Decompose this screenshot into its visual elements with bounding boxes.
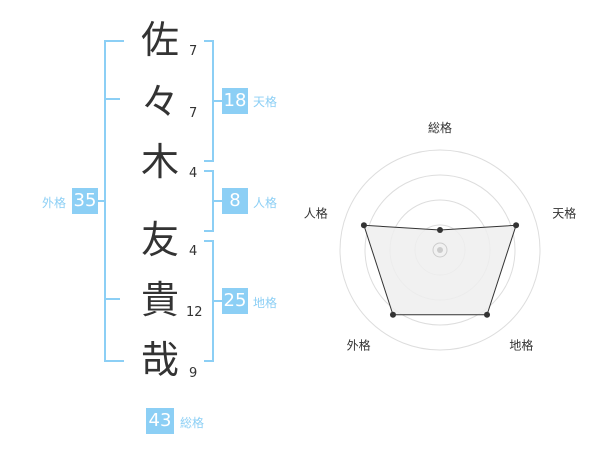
stroke-count-4: 4 bbox=[189, 244, 198, 259]
jinkaku-value: 8 bbox=[222, 188, 248, 214]
name-char-5: 貴 bbox=[140, 278, 179, 322]
soukaku-value: 43 bbox=[146, 408, 174, 434]
stroke-count-6: 9 bbox=[189, 366, 198, 381]
stroke-count-1: 7 bbox=[189, 44, 198, 59]
radar-center-ring bbox=[432, 242, 448, 258]
name-char-3: 木 bbox=[140, 140, 179, 184]
chikaku-value: 25 bbox=[222, 288, 248, 314]
radar-axis-label: 総格 bbox=[428, 120, 452, 135]
name-char-4: 友 bbox=[140, 218, 179, 262]
jinkaku-label: 人格 bbox=[253, 196, 278, 210]
radar-grid-ring bbox=[339, 149, 541, 351]
radar-center-dot bbox=[437, 247, 443, 253]
radar-grid-ring bbox=[364, 174, 516, 326]
chikaku-tick bbox=[212, 300, 222, 302]
radar-point-2 bbox=[513, 222, 520, 229]
radar-axis-label: 外格 bbox=[347, 337, 371, 352]
radar-axis-label: 天格 bbox=[552, 206, 576, 221]
tenkaku-value: 18 bbox=[222, 88, 248, 114]
radar-data-area bbox=[363, 224, 517, 316]
stroke-count-3: 4 bbox=[189, 166, 198, 181]
radar-point-1 bbox=[437, 227, 443, 233]
name-char-6: 哉 bbox=[140, 338, 179, 382]
soukaku-label: 総格 bbox=[180, 416, 205, 430]
gaikaku-tick-1 bbox=[106, 98, 120, 100]
gaikaku-tick-center bbox=[98, 200, 106, 202]
tenkaku-label: 天格 bbox=[253, 95, 278, 109]
radar-point-4 bbox=[389, 311, 396, 318]
gaikaku-label: 外格 bbox=[42, 196, 67, 210]
gaikaku-tick-2 bbox=[106, 298, 120, 300]
stroke-count-2: 7 bbox=[189, 106, 198, 121]
jinkaku-tick bbox=[212, 200, 222, 202]
radar-point-5 bbox=[360, 222, 367, 229]
stroke-count-5: 12 bbox=[186, 305, 203, 320]
radar-axis-label: 人格 bbox=[304, 206, 328, 221]
gaikaku-value: 35 bbox=[72, 188, 98, 214]
tenkaku-tick bbox=[212, 100, 222, 102]
radar-point-3 bbox=[484, 311, 491, 318]
name-char-2: 々 bbox=[140, 80, 179, 124]
chikaku-label: 地格 bbox=[253, 296, 278, 310]
name-char-1: 佐 bbox=[140, 18, 179, 62]
radar-axis-label: 地格 bbox=[509, 337, 533, 352]
